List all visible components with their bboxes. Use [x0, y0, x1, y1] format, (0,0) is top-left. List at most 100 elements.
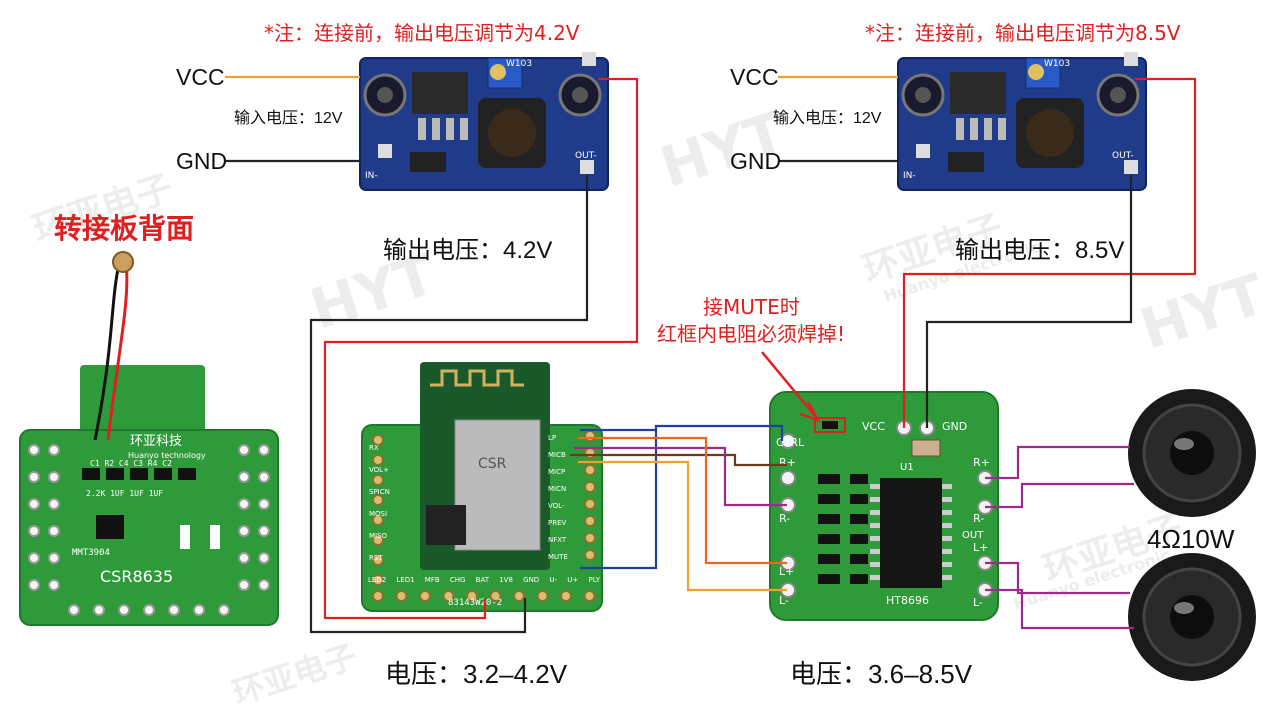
amp-lplus-left-label: L+: [779, 565, 794, 578]
wires: [225, 75, 1197, 634]
amp-lplus-right-label: L+: [973, 541, 988, 554]
adapter-hole: [48, 471, 60, 483]
bt-pin-label: U-: [549, 576, 558, 584]
buck-board-right: W103 IN- OUT-: [897, 52, 1147, 191]
adapter-hole: [93, 604, 105, 616]
amp-chip-leg: [870, 484, 880, 489]
adapter-hole: [28, 471, 40, 483]
bt-pad: [372, 590, 384, 602]
buck-left-input-label: 输入电压：12V: [234, 110, 343, 127]
bt-pad: [466, 590, 478, 602]
amp-chip-label: HT8696: [886, 594, 929, 607]
speaker-bottom: [1128, 553, 1256, 681]
adapter-silk-top: C1 R2 C4 C3 R4 C2: [90, 459, 172, 468]
bt-pad: [372, 494, 384, 506]
amp-smd-part: [850, 574, 868, 584]
bt-pad: [584, 549, 596, 561]
adapter-hole: [193, 604, 205, 616]
bt-pad: [584, 464, 596, 476]
mute-note-line1: 接MUTE时: [703, 295, 800, 319]
amp-chip-leg: [942, 497, 952, 502]
pot-label: W103: [506, 59, 532, 69]
in-minus-label: IN-: [903, 171, 916, 181]
adapter-hole: [258, 471, 270, 483]
bt-pad: [372, 554, 384, 566]
bt-pin-label: MISO: [369, 532, 388, 540]
amp-chip-leg: [942, 575, 952, 580]
bt-pad: [395, 590, 408, 602]
adapter-brand-cn: 环亚科技: [130, 434, 182, 449]
bt-voltage-label: 电压：3.2–4.2V: [385, 659, 568, 689]
adapter-board: 环亚科技 Huanyo technology C1 R2 C4 C3 R4 C2…: [19, 251, 279, 626]
amp-smd-part: [850, 514, 868, 524]
amp-rplus-left-label: R+: [779, 456, 796, 469]
amp-board: HT8696 U1 VCC GND CTRL R+ R- L+ L- R+ R-…: [769, 391, 999, 621]
pot-label: W103: [1044, 59, 1070, 69]
amp-chip-leg: [870, 536, 880, 541]
amp-chip-leg: [870, 523, 880, 528]
adapter-hole: [258, 525, 270, 537]
amp-u1-label: U1: [900, 462, 914, 473]
out-minus-label: OUT-: [575, 151, 597, 161]
bt-pin-label: U+: [567, 576, 579, 584]
buck-left-vcc-label: VCC: [176, 64, 225, 90]
in-minus-label: IN-: [365, 171, 378, 181]
bt-pad: [419, 590, 431, 602]
adapter-hole: [238, 471, 250, 483]
bt-module-board: CSR 83143W20-2: [361, 362, 603, 612]
bt-chip-label: CSR: [478, 456, 507, 472]
adapter-hole: [48, 525, 60, 537]
buck-right-gnd-label: GND: [730, 148, 782, 174]
adapter-hole: [143, 604, 155, 616]
adapter-hole: [28, 444, 40, 456]
bt-pin-label: MOSI: [369, 510, 388, 518]
buck-left-output-label: 输出电压：4.2V: [383, 237, 553, 264]
adapter-hole: [258, 444, 270, 456]
buck-left-note: *注：连接前，输出电压调节为4.2V: [264, 21, 580, 45]
bt-board-id: 83143W20-2: [448, 598, 502, 608]
amp-smd-part: [818, 534, 840, 544]
bt-pin-label: LP: [548, 434, 557, 442]
bt-pad: [442, 590, 455, 602]
adapter-hole: [258, 498, 270, 510]
bt-pad: [560, 590, 572, 602]
amp-chip-leg: [942, 523, 952, 528]
bt-pin-label: GND: [523, 576, 540, 584]
adapter-hole: [28, 579, 40, 591]
bt-pin-label: MICB: [548, 451, 566, 459]
bt-pin-label: CHG: [449, 576, 466, 584]
adapter-hole: [48, 498, 60, 510]
adapter-hole: [118, 604, 130, 616]
adapter-hole: [68, 604, 80, 616]
bt-pad: [584, 532, 596, 544]
amp-chip-leg: [942, 549, 952, 554]
adapter-hole: [238, 552, 250, 564]
bt-pad: [372, 434, 384, 446]
adapter-hole: [28, 498, 40, 510]
adapter-hole: [218, 604, 230, 616]
bt-pad: [372, 454, 384, 466]
bt-pad: [584, 481, 596, 493]
buck-right-input-label: 输入电压：12V: [773, 110, 882, 127]
adapter-brand-en: Huanyo technology: [128, 451, 206, 460]
buck-right-note: *注：连接前，输出电压调节为8.5V: [865, 21, 1181, 45]
amp-lminus-right-label: L-: [973, 596, 983, 609]
amp-chip-leg: [942, 510, 952, 515]
bt-pin-label: 1V8: [499, 576, 513, 584]
adapter-hole: [48, 579, 60, 591]
amp-smd-part: [850, 474, 868, 484]
adapter-title: 转接板背面: [54, 212, 195, 245]
bt-pin-label: MFB: [424, 576, 440, 584]
buck-right-output-label: 输出电压：8.5V: [955, 237, 1125, 264]
amp-chip-leg: [870, 497, 880, 502]
amp-smd-part: [850, 494, 868, 504]
amp-smd-part: [850, 554, 868, 564]
speaker-spec-label: 4Ω10W: [1147, 524, 1235, 554]
bt-pad: [536, 590, 549, 602]
amp-rminus-left-label: R-: [779, 512, 790, 525]
buck-right-vcc-label: VCC: [730, 64, 779, 90]
amp-ctrl-label: CTRL: [776, 436, 805, 449]
bt-pad: [513, 590, 525, 602]
